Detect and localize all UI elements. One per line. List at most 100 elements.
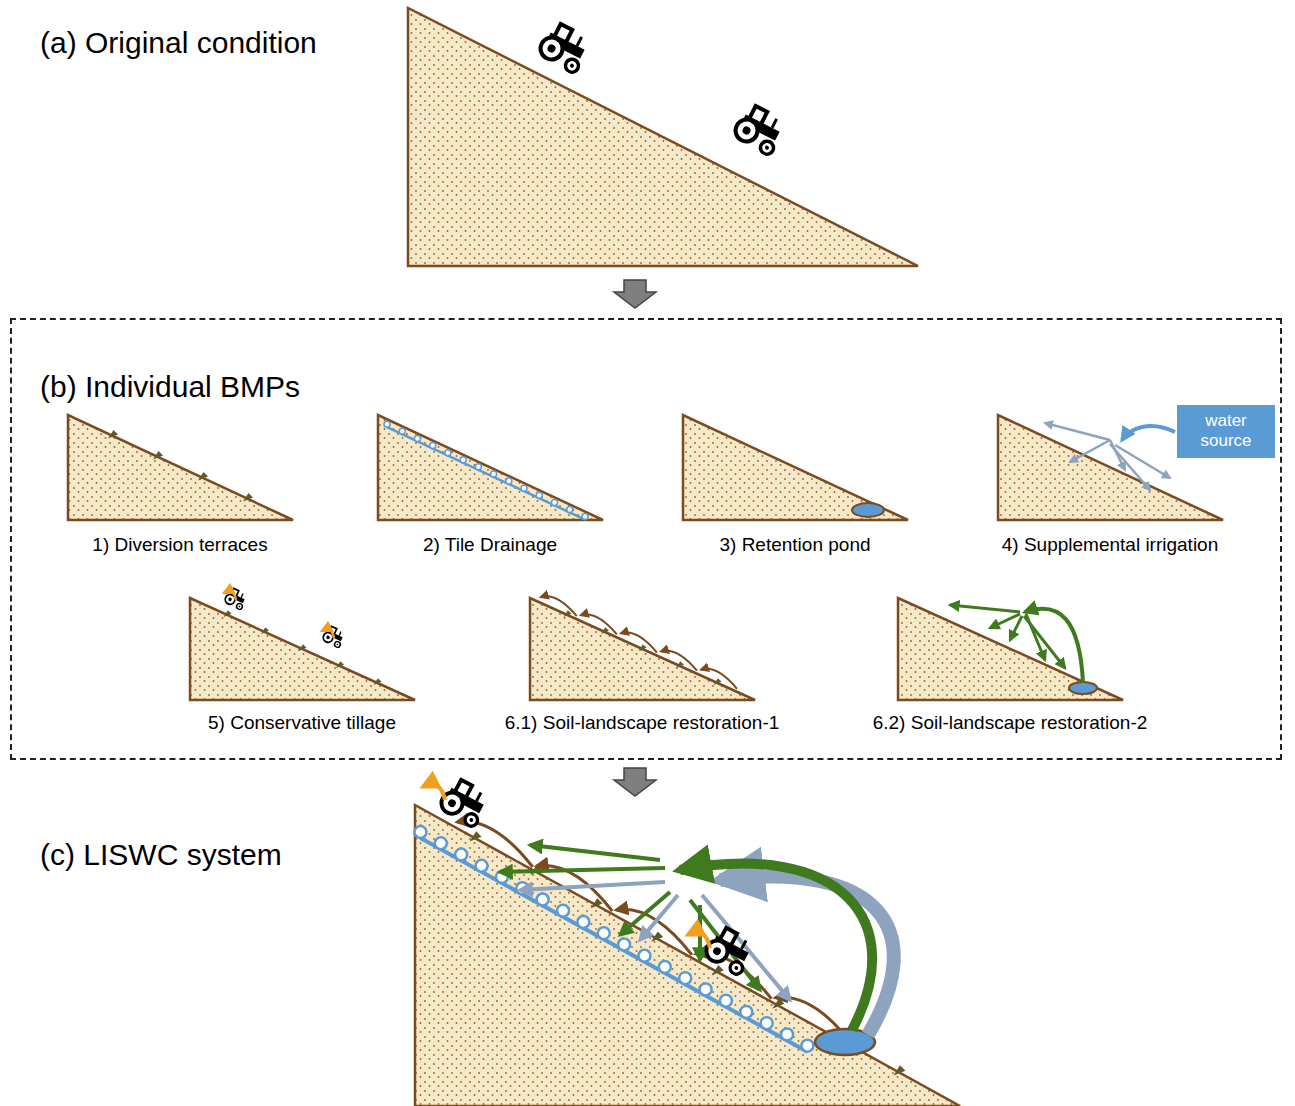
terrace-ridge xyxy=(224,610,232,617)
bmp-caption: 3) Retention pond xyxy=(719,534,870,556)
pond xyxy=(1069,682,1097,694)
tractor-icon xyxy=(731,101,788,157)
tile-drain xyxy=(420,838,807,1052)
tillage-arrow xyxy=(224,591,236,600)
terrace-ridge xyxy=(470,831,482,841)
flow-arrow xyxy=(950,605,1020,612)
flow-arrow xyxy=(1110,440,1125,470)
terrace-ridge xyxy=(676,661,684,668)
tile-pipe xyxy=(475,464,481,470)
tile-pipe xyxy=(618,938,630,950)
soil-move-arrow xyxy=(581,614,617,634)
tile-pipe xyxy=(455,849,467,861)
tractor-icon xyxy=(321,624,346,648)
bmp-caption: 2) Tile Drainage xyxy=(423,534,557,556)
soil-move-arrow xyxy=(701,669,737,689)
bmp-caption: 6.2) Soil-landscape restoration-2 xyxy=(873,712,1148,734)
flow-arrow xyxy=(520,882,665,890)
panel-title: (a) Original condition xyxy=(40,26,317,60)
tile-pipe xyxy=(399,428,405,434)
tile-pipe xyxy=(781,1028,793,1040)
slope xyxy=(898,598,1123,700)
tile-pipe xyxy=(537,893,549,905)
tile-pipe xyxy=(761,1017,773,1029)
slope xyxy=(408,8,918,266)
tile-pipe xyxy=(557,905,569,917)
terrace-ridge xyxy=(893,1065,905,1075)
panel-title: (c) LISWC system xyxy=(40,838,282,872)
dashed-group: (b) Individual BMPs water source xyxy=(10,318,1282,760)
tillage-arrow xyxy=(322,629,334,638)
tractor-icon xyxy=(437,774,492,828)
tile-pipe xyxy=(700,983,712,995)
tile-pipe xyxy=(521,485,527,491)
flow-arrow xyxy=(690,900,760,990)
soil-move-arrow xyxy=(661,651,697,671)
terrace-ridge xyxy=(153,451,163,460)
slope xyxy=(415,805,960,1106)
terrace-ridge xyxy=(243,493,253,502)
terrace-ridge xyxy=(772,998,784,1008)
slope xyxy=(683,415,908,520)
terrace-ridge xyxy=(564,610,572,617)
flow-arrow xyxy=(702,895,790,1000)
tractor-icon xyxy=(223,586,248,610)
tile-pipe xyxy=(638,950,650,962)
slope xyxy=(530,598,755,700)
tile-pipe xyxy=(414,826,426,838)
slope xyxy=(68,415,293,520)
tillage-arrow xyxy=(688,932,710,948)
tile-pipe xyxy=(491,471,497,477)
tile-drain xyxy=(387,427,585,519)
terrace-ridge xyxy=(714,678,722,685)
slope xyxy=(190,598,415,700)
tile-pipe xyxy=(582,514,588,520)
tillage-arrow xyxy=(423,784,445,800)
flow-arrow xyxy=(640,895,678,940)
pond xyxy=(852,503,884,517)
bmp-caption: 6.1) Soil-landscape restoration-1 xyxy=(505,712,780,734)
terrace-ridge xyxy=(374,678,382,685)
terrace-ridge xyxy=(198,472,208,481)
tile-pipe xyxy=(476,860,488,872)
terrace-ridge xyxy=(639,644,647,651)
group-title: (b) Individual BMPs xyxy=(40,370,300,404)
tractor-icon xyxy=(702,922,757,976)
flow-arrow xyxy=(680,864,872,1030)
tile-pipe xyxy=(435,837,447,849)
flow-arrow xyxy=(1045,423,1110,440)
tile-pipe xyxy=(577,916,589,928)
slope xyxy=(378,415,603,520)
tile-pipe xyxy=(445,450,451,456)
terrace-ridge xyxy=(336,661,344,668)
flow-arrow xyxy=(500,868,665,872)
tile-pipe xyxy=(740,1006,752,1018)
down-arrow xyxy=(614,768,656,796)
terrace-ridge xyxy=(651,932,663,942)
tile-pipe xyxy=(679,972,691,984)
bmp-caption: 1) Diversion terraces xyxy=(92,534,267,556)
box-text: water source xyxy=(1185,411,1267,452)
soil-move-arrow xyxy=(541,596,577,616)
tile-pipe xyxy=(801,1040,813,1052)
tile-pipe xyxy=(460,457,466,463)
soil-move-arrow xyxy=(616,909,692,955)
tile-pipe xyxy=(552,499,558,505)
terrace-ridge xyxy=(108,430,118,439)
tractor-icon xyxy=(536,19,593,75)
flow-arrow xyxy=(1110,444,1150,490)
terrace-ridge xyxy=(299,644,307,651)
bmp-caption: 5) Conservative tillage xyxy=(208,712,396,734)
tile-pipe xyxy=(506,478,512,484)
tile-pipe xyxy=(430,443,436,449)
terrace-ridge xyxy=(712,965,724,975)
bmp-caption: 4) Supplemental irrigation xyxy=(1002,534,1219,556)
flow-arrow xyxy=(1025,609,1083,683)
tile-pipe xyxy=(384,421,390,427)
flow-arrow xyxy=(1010,616,1022,640)
flow-arrow xyxy=(1026,614,1045,660)
tile-pipe xyxy=(536,492,542,498)
tile-pipe xyxy=(567,506,573,512)
tile-pipe xyxy=(598,927,610,939)
water-source-box: water source xyxy=(1177,405,1275,458)
